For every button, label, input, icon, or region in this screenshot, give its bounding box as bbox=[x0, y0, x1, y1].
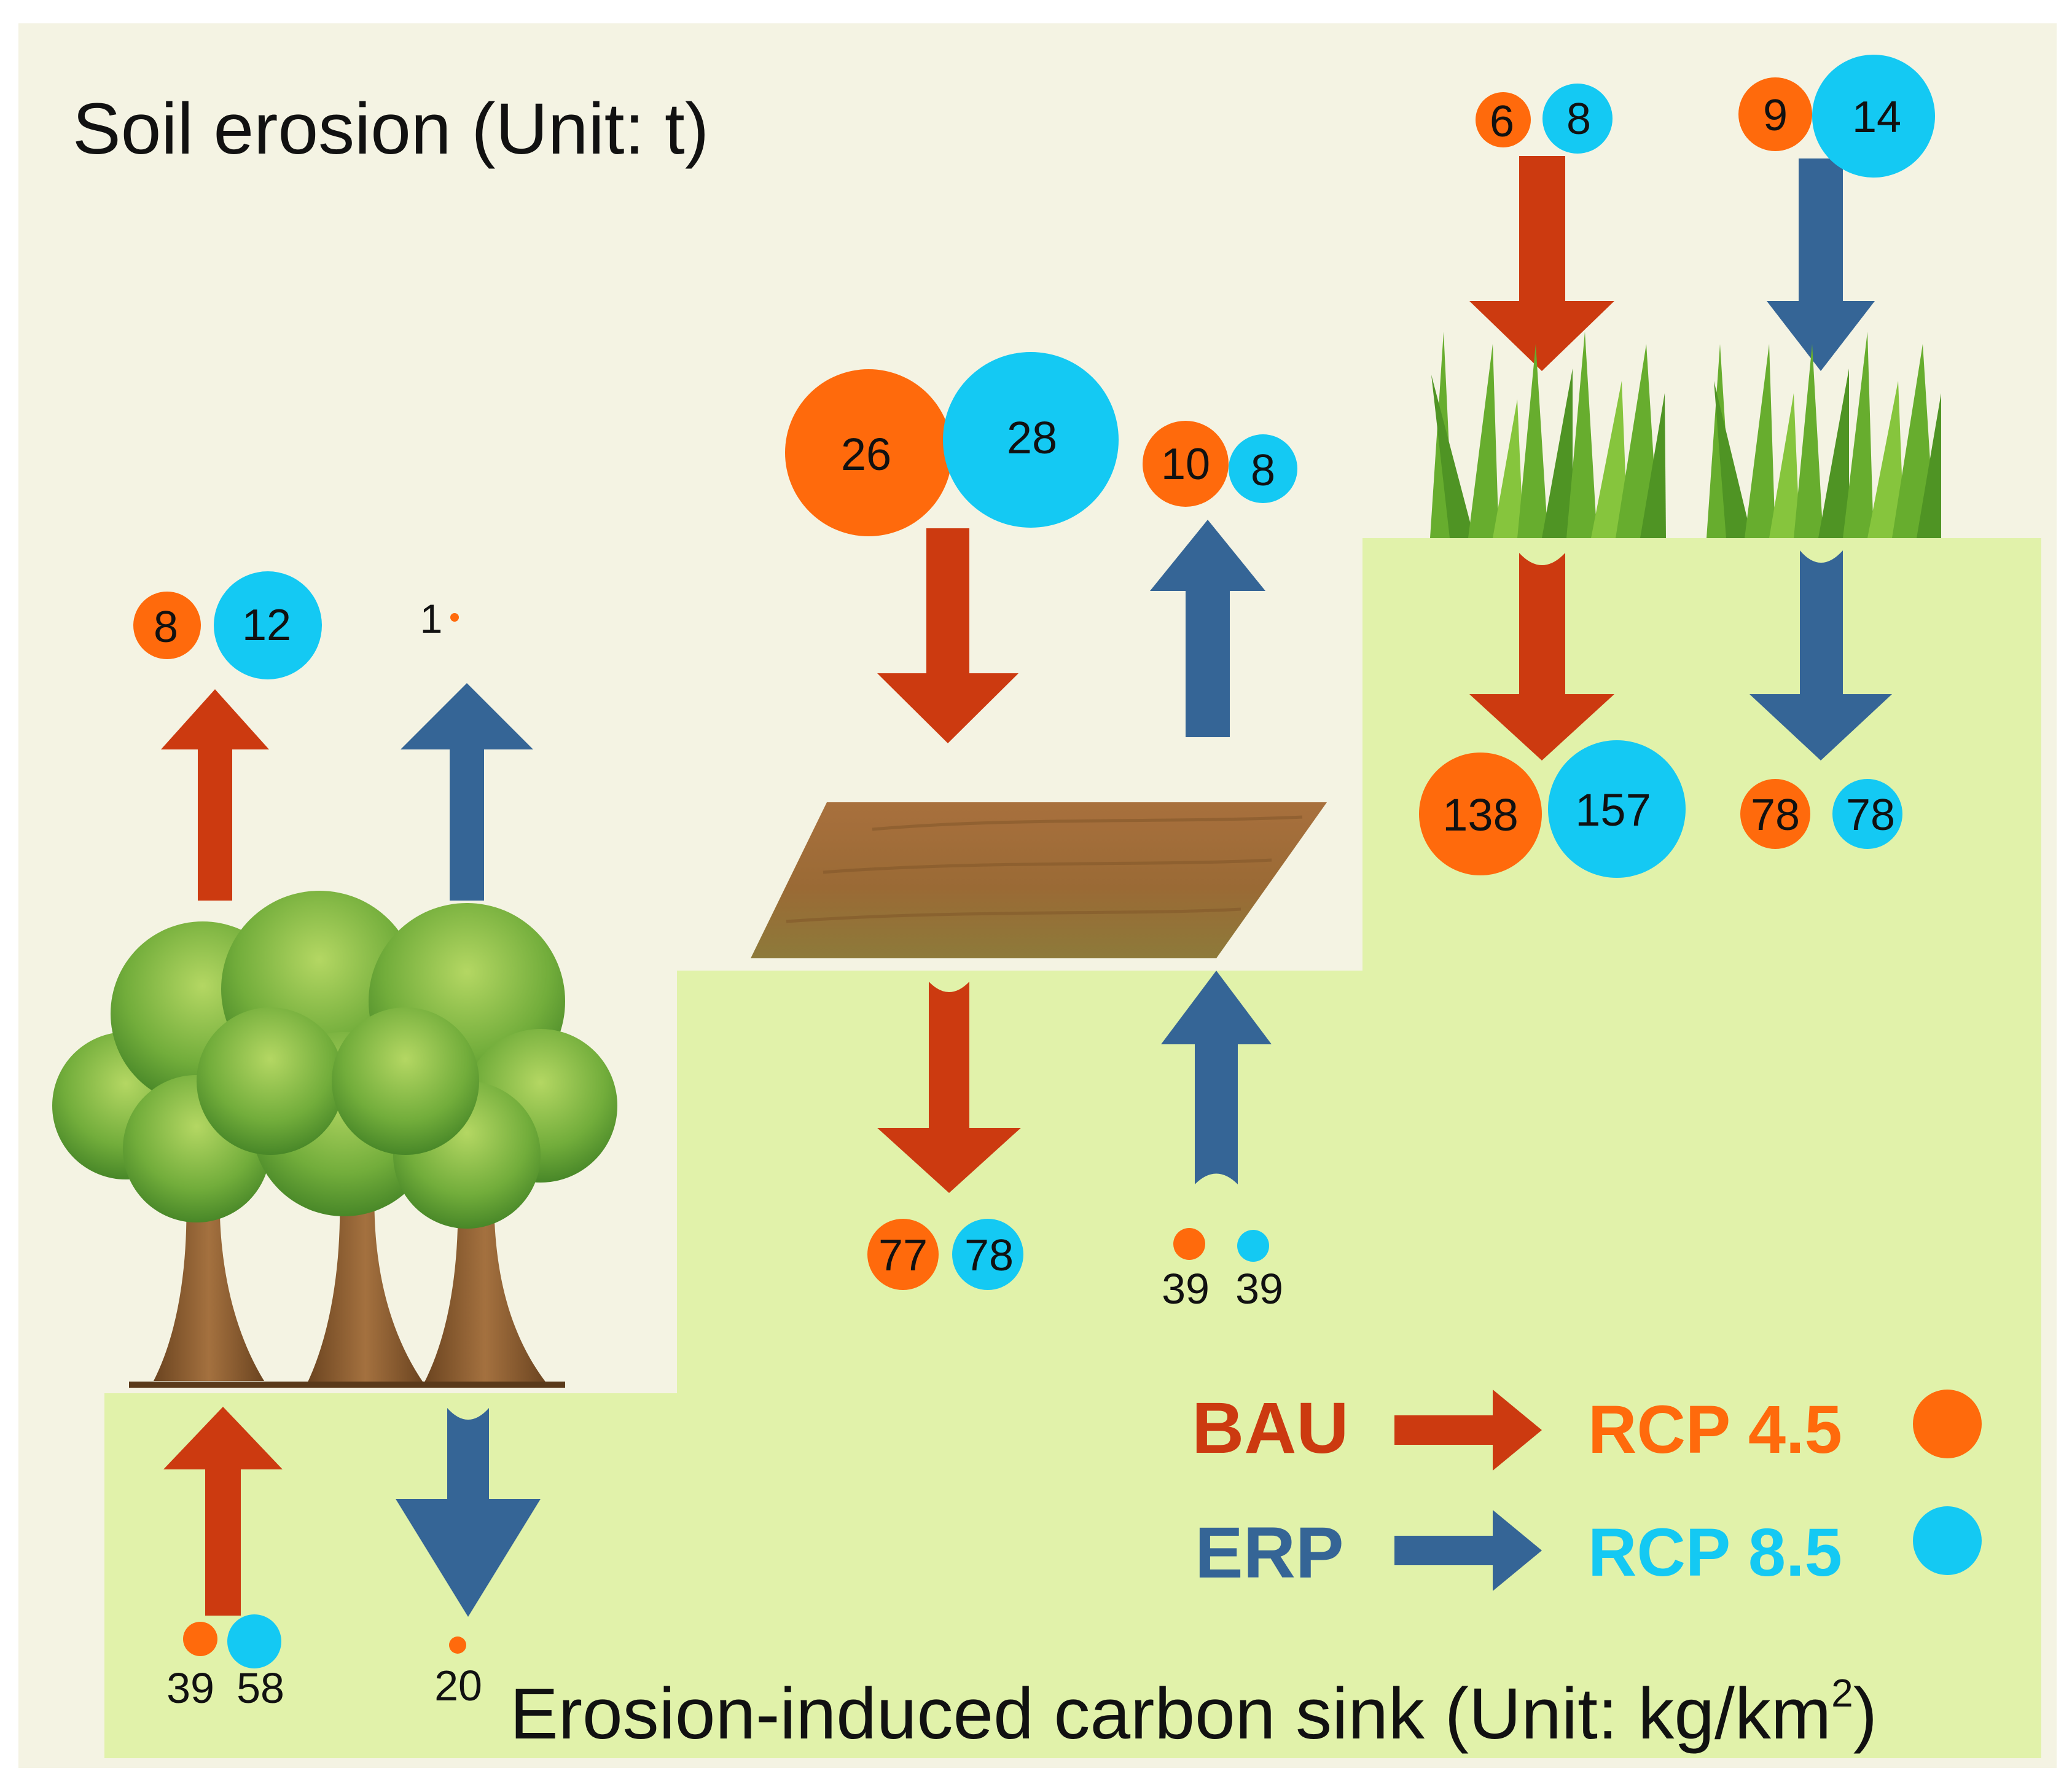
carbon-sink-label: Erosion-induced carbon sink (Unit: kg/km… bbox=[510, 1671, 1877, 1754]
title: Soil erosion (Unit: t) bbox=[72, 88, 709, 170]
grass-erp-top-rcp45-value: 9 bbox=[1763, 91, 1788, 140]
forest-erp-bottom-rcp45-value: 20 bbox=[434, 1662, 482, 1710]
grass-bau-top-rcp45-bubble bbox=[1476, 92, 1531, 147]
crop-bau-top-rcp45-value: 26 bbox=[841, 429, 891, 480]
grass-erp-top-rcp85-value: 14 bbox=[1852, 93, 1901, 142]
crop-erp-top-rcp85-bubble bbox=[1229, 434, 1297, 503]
crop-erp-bottom-rcp85-value: 39 bbox=[1235, 1265, 1283, 1313]
legend-rcp45-bubble bbox=[1913, 1390, 1982, 1458]
forest-bau-top-rcp45-bubble bbox=[133, 592, 201, 659]
forest-bau-up-arrow bbox=[161, 689, 269, 901]
grass-erp-down-arrow-lower bbox=[1749, 550, 1892, 761]
crop-bau-top-rcp85-value: 28 bbox=[1007, 412, 1057, 463]
forest-erp-bottom-values: 20 bbox=[434, 1636, 482, 1710]
forest-bau-bottom-values: 39 58 bbox=[166, 1614, 284, 1712]
crop-bau-bottom-rcp45-value: 77 bbox=[878, 1231, 928, 1280]
crop-bau-bottom-rcp45-bubble bbox=[867, 1219, 939, 1290]
forest-bau-up-arrow-lower bbox=[163, 1407, 283, 1616]
grass-erp-bottom-rcp85-bubble bbox=[1832, 779, 1902, 849]
grass-bau-down-arrow-lower bbox=[1469, 553, 1614, 761]
crop-erp-bottom-rcp85-bubble bbox=[1237, 1230, 1269, 1262]
grass-bau-top-rcp85-bubble bbox=[1542, 84, 1613, 154]
forest-bau-top-rcp85-value: 12 bbox=[242, 601, 291, 650]
crop-erp-up-arrow-lower bbox=[1161, 971, 1272, 1184]
grass-erp-bottom-rcp45-value: 78 bbox=[1751, 791, 1800, 840]
crop-bau-bottom-rcp85-value: 78 bbox=[964, 1231, 1014, 1280]
grass-bau-top-values: 6 8 bbox=[1476, 84, 1613, 154]
crop-bau-top-rcp45-bubble bbox=[785, 369, 952, 536]
crop-bau-down-arrow-lower bbox=[877, 982, 1021, 1193]
grass-bau-bottom-values: 138 157 bbox=[1419, 740, 1686, 878]
farmland-icon bbox=[751, 802, 1327, 958]
forest-bau-bottom-rcp85-value: 58 bbox=[237, 1664, 284, 1712]
grass-bau-bottom-rcp85-bubble bbox=[1548, 740, 1686, 878]
crop-bau-bottom-values: 77 78 bbox=[867, 1219, 1023, 1290]
legend-bau-label: BAU bbox=[1192, 1388, 1349, 1469]
forest-bau-top-rcp45-value: 8 bbox=[154, 603, 178, 652]
forest-bau-top-rcp85-bubble bbox=[214, 571, 322, 679]
grass-bau-bottom-rcp85-value: 157 bbox=[1575, 784, 1651, 835]
forest-erp-bottom-rcp45-bubble bbox=[449, 1636, 466, 1654]
grass-erp-top-values: 9 14 bbox=[1738, 55, 1935, 178]
crop-erp-top-rcp45-value: 10 bbox=[1161, 440, 1210, 489]
crop-bau-bottom-rcp85-bubble bbox=[952, 1219, 1023, 1290]
forest-bau-bottom-rcp45-bubble bbox=[183, 1622, 217, 1656]
legend-bau-arrow bbox=[1394, 1390, 1542, 1471]
grass-bau-top-rcp85-value: 8 bbox=[1566, 95, 1591, 144]
crop-bau-down-arrow bbox=[877, 528, 1018, 743]
forest-erp-up-arrow bbox=[401, 683, 533, 901]
grass-bau-bottom-rcp45-bubble bbox=[1419, 753, 1542, 875]
legend-rcp85-label: RCP 8.5 bbox=[1588, 1515, 1842, 1590]
forest-erp-top-values: 1 bbox=[420, 596, 459, 641]
grass-bau-down-arrow bbox=[1469, 156, 1614, 371]
forest-erp-top-rcp45-bubble bbox=[450, 613, 459, 622]
crop-bau-top-rcp85-bubble bbox=[943, 352, 1119, 528]
forest-bau-top-values: 8 12 bbox=[133, 571, 322, 679]
forest-erp-top-rcp45-value: 1 bbox=[420, 596, 443, 641]
crop-erp-bottom-rcp45-value: 39 bbox=[1162, 1265, 1210, 1313]
crop-erp-bottom-rcp45-bubble bbox=[1173, 1228, 1205, 1260]
grass-erp-top-rcp45-bubble bbox=[1738, 77, 1812, 151]
crop-erp-top-rcp45-bubble bbox=[1143, 421, 1229, 507]
legend-erp-arrow bbox=[1394, 1510, 1542, 1591]
legend-rcp85-bubble bbox=[1913, 1506, 1982, 1575]
forest-bau-bottom-rcp45-value: 39 bbox=[166, 1664, 214, 1712]
crop-bau-top-values: 26 28 bbox=[785, 352, 1119, 536]
crop-erp-bottom-values: 39 39 bbox=[1162, 1228, 1283, 1313]
legend: BAU RCP 4.5 ERP RCP 8.5 bbox=[1192, 1388, 1982, 1593]
legend-erp-label: ERP bbox=[1195, 1512, 1344, 1593]
grass-erp-bottom-rcp85-value: 78 bbox=[1846, 791, 1895, 840]
grass-erp-top-rcp85-bubble bbox=[1812, 55, 1935, 178]
grass-bau-top-rcp45-value: 6 bbox=[1490, 97, 1514, 146]
grass-erp-down-arrow bbox=[1767, 158, 1875, 371]
grass-bau-bottom-rcp45-value: 138 bbox=[1442, 789, 1518, 840]
tree-group-icon bbox=[52, 891, 617, 1388]
legend-rcp45-label: RCP 4.5 bbox=[1588, 1392, 1842, 1468]
forest-erp-down-arrow-lower bbox=[396, 1408, 541, 1617]
forest-bau-bottom-rcp85-bubble bbox=[227, 1614, 281, 1668]
grass-icon bbox=[1430, 332, 1941, 538]
crop-erp-top-rcp85-value: 8 bbox=[1251, 446, 1275, 495]
grass-erp-bottom-rcp45-bubble bbox=[1740, 779, 1810, 849]
crop-erp-up-arrow bbox=[1150, 520, 1265, 737]
grass-erp-bottom-values: 78 78 bbox=[1740, 779, 1902, 849]
crop-erp-top-values: 10 8 bbox=[1143, 421, 1297, 507]
